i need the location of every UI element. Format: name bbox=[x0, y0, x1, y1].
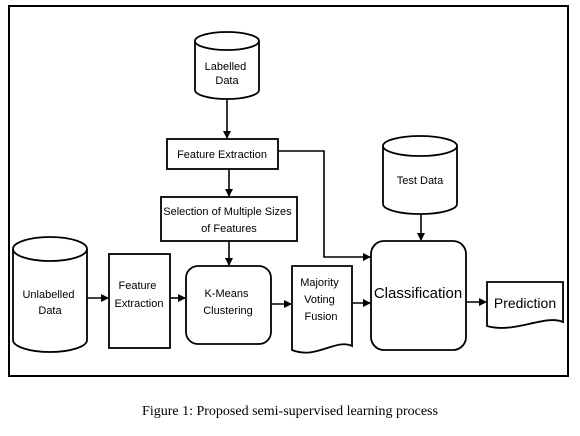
selection-sizes-label: Selection of Multiple Sizes of Features bbox=[163, 206, 294, 235]
figure-caption: Figure 1: Proposed semi-supervised learn… bbox=[142, 404, 438, 419]
classification-label: Classification bbox=[374, 285, 462, 302]
test-data-label: Test Data bbox=[397, 175, 444, 187]
kmeans-node: K-Means Clustering bbox=[185, 265, 272, 345]
unlabelled-data-label: Unlabelled Data bbox=[22, 289, 77, 317]
feature-extraction-top-label: Feature Extraction bbox=[177, 149, 267, 161]
arrow-feature-extraction-to-classification bbox=[278, 150, 371, 261]
semi-supervised-learning-diagram: Labelled Data Feature Extraction Selecti… bbox=[8, 5, 569, 377]
majority-voting-node: Majority Voting Fusion bbox=[291, 265, 353, 354]
feature-extraction-left-label: Feature Extraction bbox=[115, 280, 164, 310]
feature-extraction-top-node: Feature Extraction bbox=[166, 138, 279, 170]
feature-extraction-left-node: Feature Extraction bbox=[108, 253, 171, 349]
majority-voting-label: Majority Voting Fusion bbox=[300, 277, 342, 323]
kmeans-label: K-Means Clustering bbox=[203, 288, 253, 317]
prediction-node: Prediction bbox=[486, 281, 564, 329]
unlabelled-data-node: Unlabelled Data bbox=[12, 236, 88, 353]
labelled-data-label: Labelled Data bbox=[205, 61, 250, 87]
prediction-label: Prediction bbox=[494, 295, 556, 311]
classification-node: Classification bbox=[370, 240, 467, 351]
selection-sizes-node: Selection of Multiple Sizes of Features bbox=[160, 196, 298, 242]
labelled-data-node: Labelled Data bbox=[194, 31, 260, 100]
outer-frame bbox=[8, 5, 569, 377]
test-data-node: Test Data bbox=[382, 135, 458, 215]
